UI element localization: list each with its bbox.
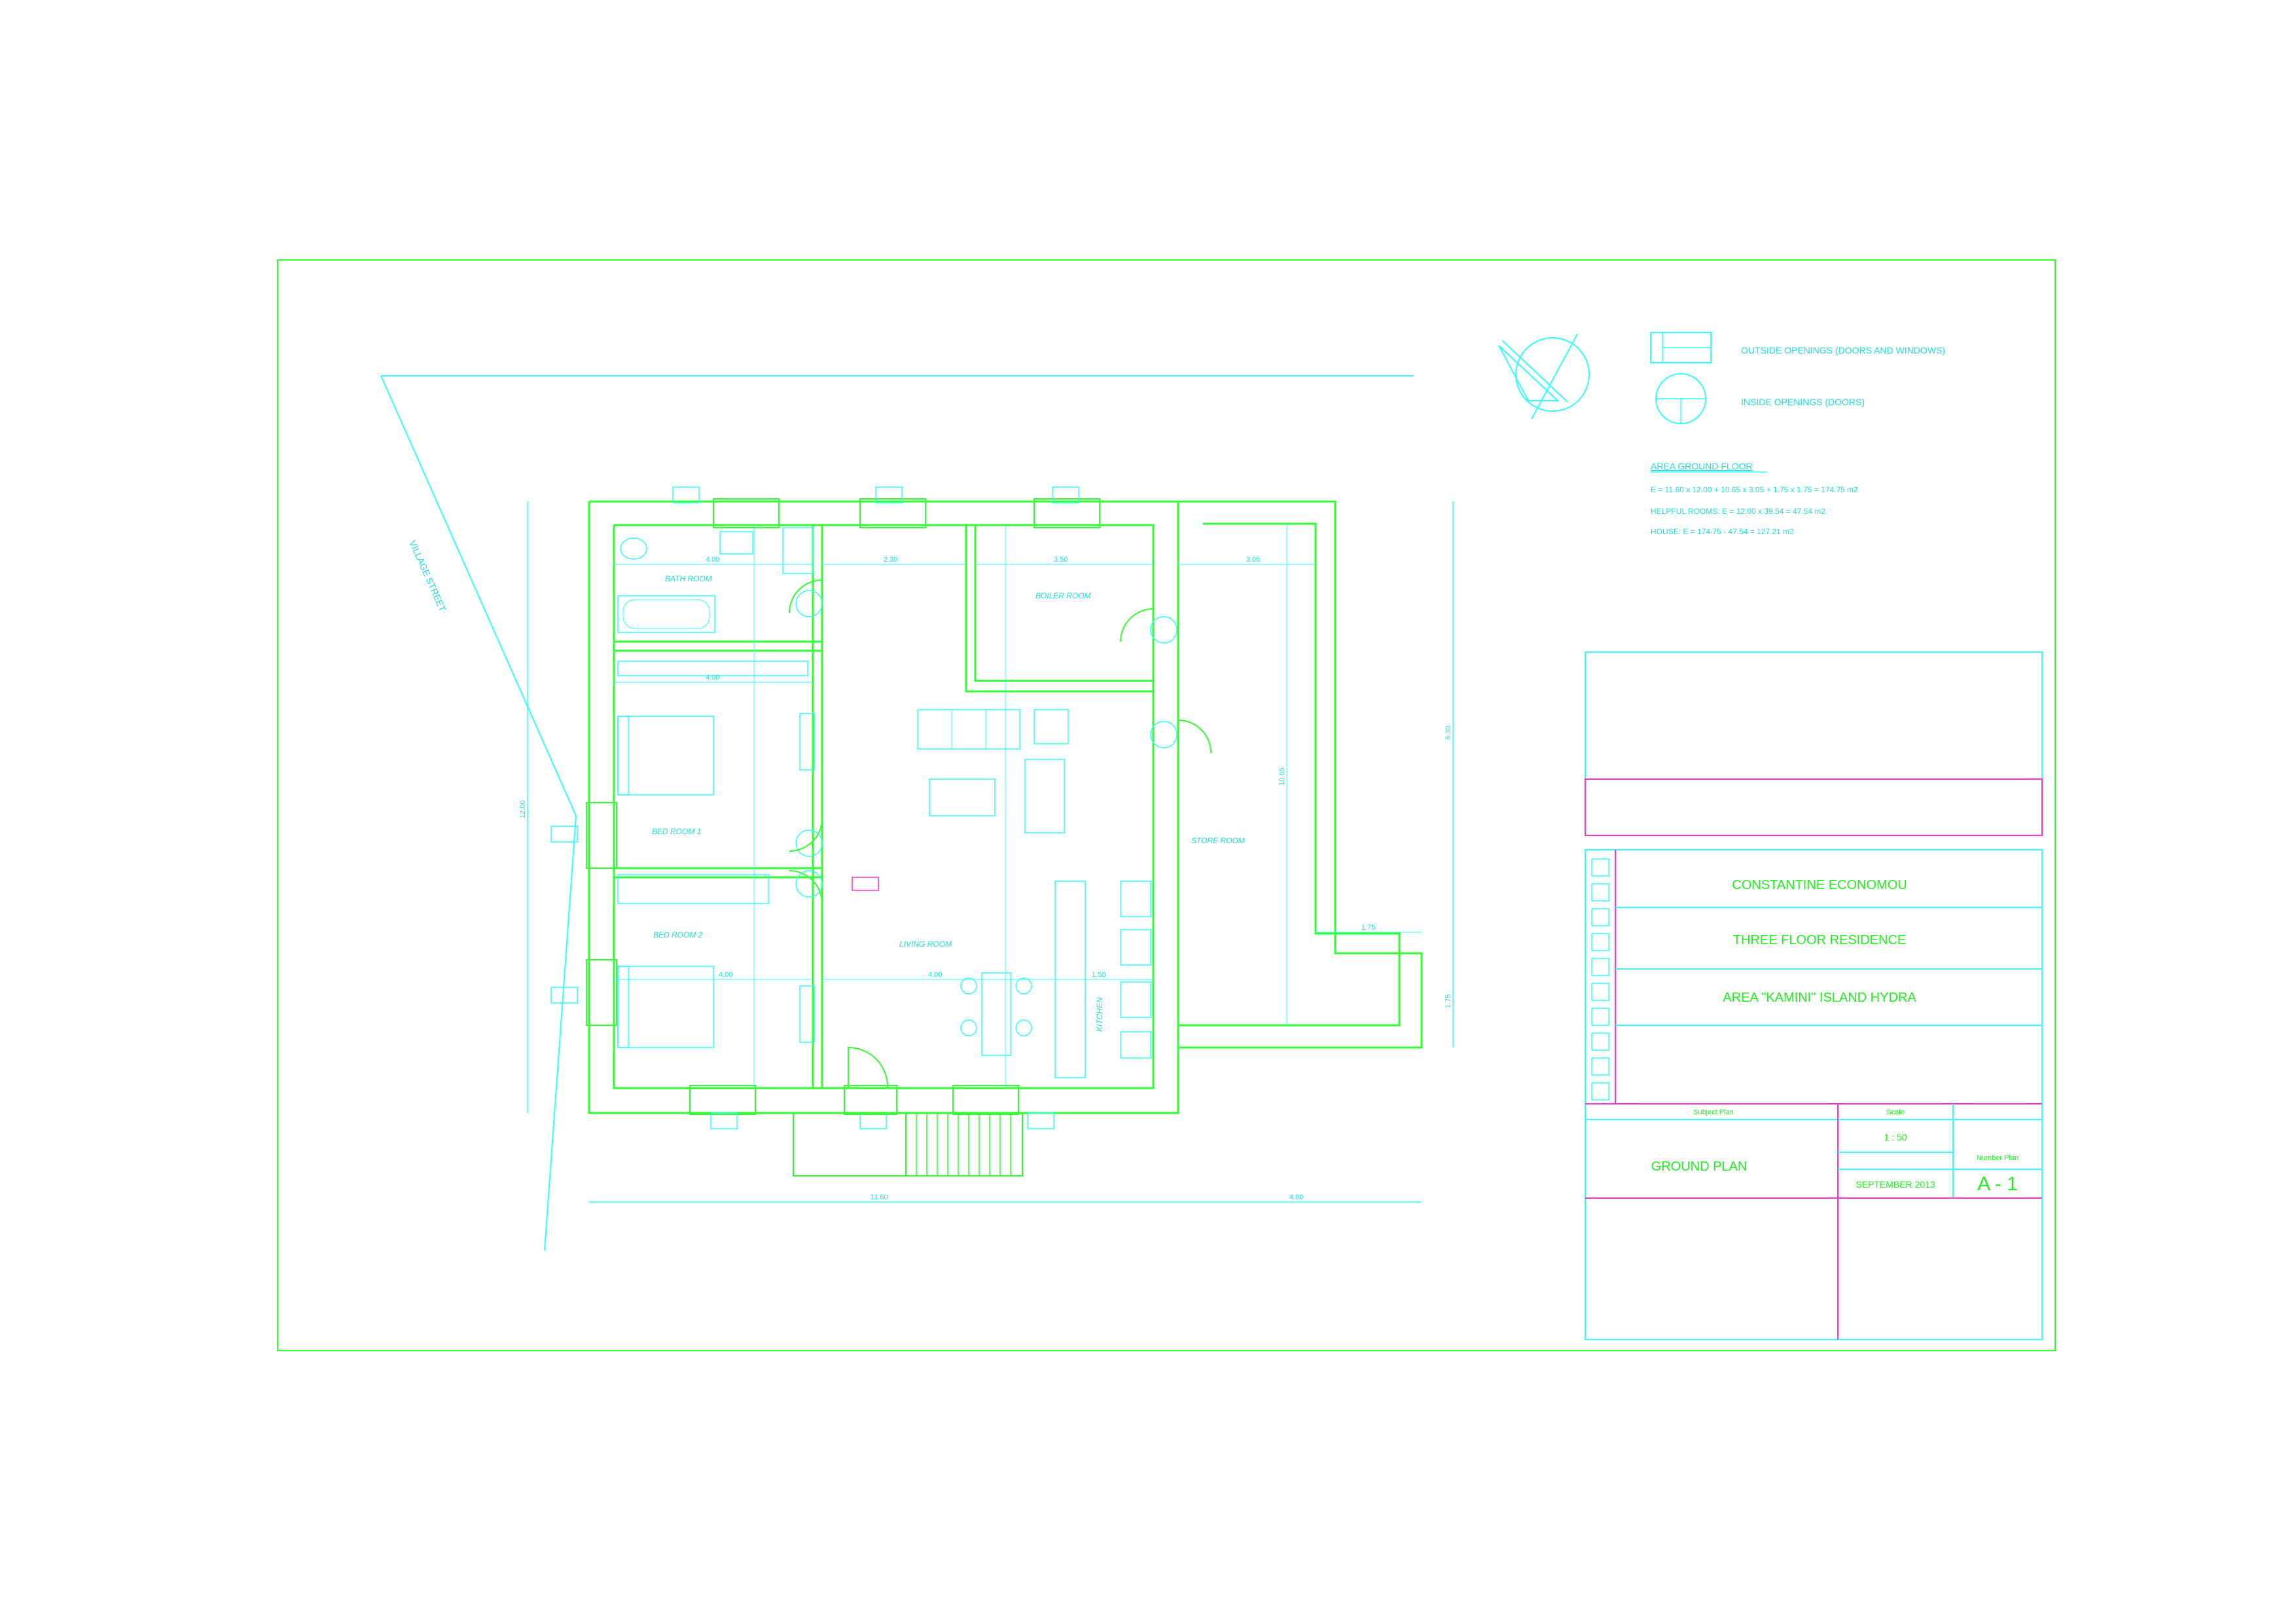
dim-label: 4.00 (928, 971, 942, 979)
street-label: VILLAGE STREET (407, 539, 448, 613)
dim-label: 11.60 (870, 1194, 888, 1201)
dim-label: 12.00 (519, 800, 527, 818)
date-value: SEPTEMBER 2013 (1856, 1179, 1935, 1190)
dim-label: 4.80 (1289, 1194, 1303, 1201)
dim-label: 4.00 (706, 674, 719, 682)
entrance-stairs (793, 1112, 1023, 1176)
area-line-2: HELPFUL ROOMS: E = 12.00 x 39.54 = 47.54… (1651, 507, 1825, 516)
title-project: THREE FLOOR RESIDENCE (1733, 933, 1906, 947)
property-line-slant (380, 375, 577, 816)
subject-value: GROUND PLAN (1651, 1159, 1748, 1174)
area-line-3: HOUSE: E = 174.75 - 47.54 = 127.21 m2 (1651, 527, 1794, 536)
street-line (544, 815, 577, 1251)
title-block-frame (1585, 651, 2043, 1340)
room-label-bed1: BED ROOM 1 (652, 827, 701, 836)
sheet-border (277, 259, 2056, 1351)
title-location: AREA "KAMINI" ISLAND HYDRA (1723, 991, 1916, 1005)
scale-value: 1 : 50 (1884, 1132, 1907, 1142)
legend-outside-symbol (1650, 332, 1712, 363)
door-markers (789, 579, 1211, 904)
legend-outside-label: OUTSIDE OPENINGS (DOORS AND WINDOWS) (1741, 345, 1945, 356)
subject-label: Subject Plan (1693, 1108, 1734, 1116)
legend-inside-label: INSIDE OPENINGS (DOORS) (1741, 397, 1865, 407)
window-markers (550, 486, 1079, 1129)
room-label-kitchen: KITCHEN (1095, 997, 1104, 1032)
house-outline (586, 498, 1423, 1115)
title-name: CONSTANTINE ECONOMOU (1732, 878, 1907, 892)
area-title: AREA GROUND FLOOR (1651, 461, 1753, 471)
scale-label: Scale (1886, 1108, 1905, 1116)
north-arrow (1498, 333, 1590, 420)
dim-label: 3.05 (1246, 556, 1260, 564)
dim-label: 10.65 (1278, 767, 1286, 786)
dimension-lines (527, 501, 1454, 1203)
room-label-bed2: BED ROOM 2 (653, 930, 703, 939)
number-value: A - 1 (1977, 1173, 2018, 1195)
dim-label: 4.00 (706, 556, 719, 564)
dim-label: 1.75 (1361, 924, 1375, 932)
room-label-bath: BATH ROOM (665, 574, 712, 583)
room-label-living: LIVING ROOM (899, 939, 952, 949)
dim-label: 1.75 (1444, 994, 1452, 1008)
dim-label: 3.50 (1054, 556, 1067, 564)
room-label-boiler: BOILER ROOM (1035, 591, 1091, 600)
legend-inside-symbol (1655, 373, 1706, 424)
number-label: Number Plan (1977, 1154, 2018, 1162)
furniture (617, 527, 1151, 1078)
dim-label: 4.00 (719, 971, 732, 979)
area-line-1: E = 11.60 x 12.00 + 10.65 x 3.05 + 1.75 … (1651, 485, 1858, 494)
dim-label: 1.50 (1092, 971, 1105, 979)
dim-label: 6.30 (1444, 726, 1452, 740)
dim-label: 2.30 (884, 556, 897, 564)
room-label-store: STORE ROOM (1191, 836, 1245, 845)
